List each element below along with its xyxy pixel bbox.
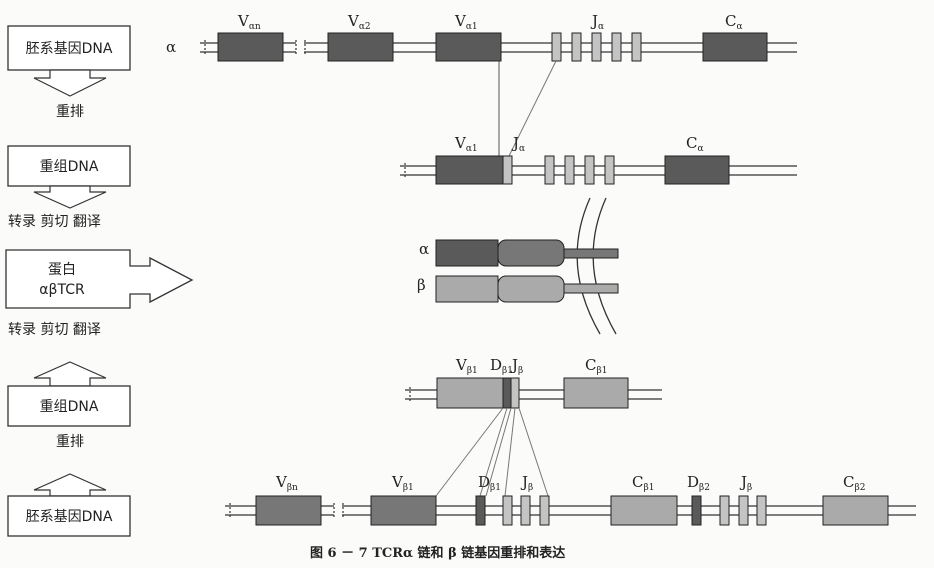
- germline-text-bottom: 胚系基因DNA: [26, 508, 113, 525]
- label-van: Vαn: [237, 12, 261, 32]
- protein-text-1: 蛋白: [48, 262, 76, 278]
- label-cb2: Cβ2: [843, 473, 865, 493]
- label-jb1: Jβ: [520, 473, 533, 493]
- label-rec-ca: Cα: [686, 134, 704, 154]
- label-jb2: Jβ: [739, 473, 752, 493]
- label-rec-ja: Jα: [511, 134, 525, 154]
- label-rec-vb1: Vβ1: [455, 356, 478, 376]
- beta-rec-cb1: [563, 377, 629, 409]
- rearrange-text-top: 重排: [56, 104, 84, 120]
- beta-chain-tm: [563, 283, 619, 294]
- beta-germ-db1: [475, 495, 486, 526]
- recombined-text-bottom: 重组DNA: [40, 399, 99, 415]
- up-arrow-3: [33, 361, 107, 387]
- process-text-bottom: 转录 剪切 翻译: [8, 322, 101, 338]
- alpha-chain-c-domain: [497, 239, 565, 267]
- beta-rec-vb1: [436, 377, 504, 409]
- beta-rec-db1: [502, 377, 512, 409]
- rearrange-text-bottom: 重排: [56, 434, 84, 450]
- beta-germ-jb1-group: [502, 495, 550, 526]
- recombined-box-bottom: [7, 385, 131, 427]
- label-va1: Vα1: [454, 12, 478, 32]
- alpha-rec-ja-group: [544, 155, 615, 185]
- down-arrow-1: [33, 69, 107, 97]
- membrane-outer: [576, 197, 601, 335]
- label-rec-va1: Vα1: [454, 134, 478, 154]
- figure-caption: 图 6 － 7 TCRα 链和 β 链基因重排和表达: [310, 545, 565, 561]
- beta-rec-jb: [510, 377, 520, 409]
- protein-text-2: αβTCR: [39, 282, 85, 298]
- germline-text-top: 胚系基因DNA: [26, 40, 113, 57]
- label-va2: Vα2: [347, 12, 371, 32]
- alpha-germ-ja-group: [551, 32, 642, 62]
- protein-beta-label: β: [417, 276, 426, 294]
- label-rec-jb: Jβ: [510, 356, 523, 376]
- beta-germ-cb2: [822, 495, 889, 526]
- recombined-text-top: 重组DNA: [40, 159, 99, 175]
- protein-alpha-label: α: [419, 240, 429, 258]
- label-rec-cb1: Cβ1: [585, 356, 607, 376]
- down-arrow-2: [33, 185, 107, 209]
- alpha-germ-va1: [435, 32, 502, 62]
- beta-chain-c-domain: [497, 275, 565, 303]
- alpha-rec-va1: [435, 155, 504, 185]
- label-rec-db1: Dβ1: [490, 356, 513, 376]
- beta-germ-jb2-group: [719, 495, 767, 526]
- beta-germ-vb1: [370, 495, 437, 526]
- alpha-chain-tm: [563, 248, 619, 259]
- beta-chain-v-domain: [435, 275, 499, 303]
- beta-germ-db2: [691, 495, 702, 526]
- label-db2: Dβ2: [687, 473, 710, 493]
- germline-box-top: [7, 25, 131, 71]
- alpha-germ-va2: [327, 32, 394, 62]
- beta-germline-dna: [225, 503, 916, 518]
- process-text-top: 转录 剪切 翻译: [8, 214, 101, 230]
- protein-arrow-box: [5, 249, 194, 309]
- alpha-chain-v-domain: [435, 239, 499, 267]
- label-cb1: Cβ1: [632, 473, 654, 493]
- membrane-inner: [592, 197, 617, 335]
- beta-germ-cb1: [610, 495, 678, 526]
- label-vbn: Vβn: [275, 473, 298, 493]
- alpha-germ-van: [217, 32, 284, 62]
- alpha-connector-j: [507, 60, 557, 159]
- beta-germ-vbn: [255, 495, 322, 526]
- germline-box-bottom: [7, 495, 131, 537]
- label-ja: Jα: [590, 12, 604, 32]
- label-vb1: Vβ1: [391, 473, 414, 493]
- alpha-chain-label: α: [166, 38, 176, 56]
- alpha-germ-ca: [702, 32, 768, 62]
- up-arrow-4: [33, 473, 107, 497]
- alpha-rec-ja-joined: [502, 155, 513, 185]
- label-ca: Cα: [725, 12, 743, 32]
- alpha-rec-ca: [664, 155, 730, 185]
- beta-connectors: [435, 407, 549, 497]
- recombined-box-top: [7, 145, 131, 187]
- label-db1: Dβ1: [478, 473, 501, 493]
